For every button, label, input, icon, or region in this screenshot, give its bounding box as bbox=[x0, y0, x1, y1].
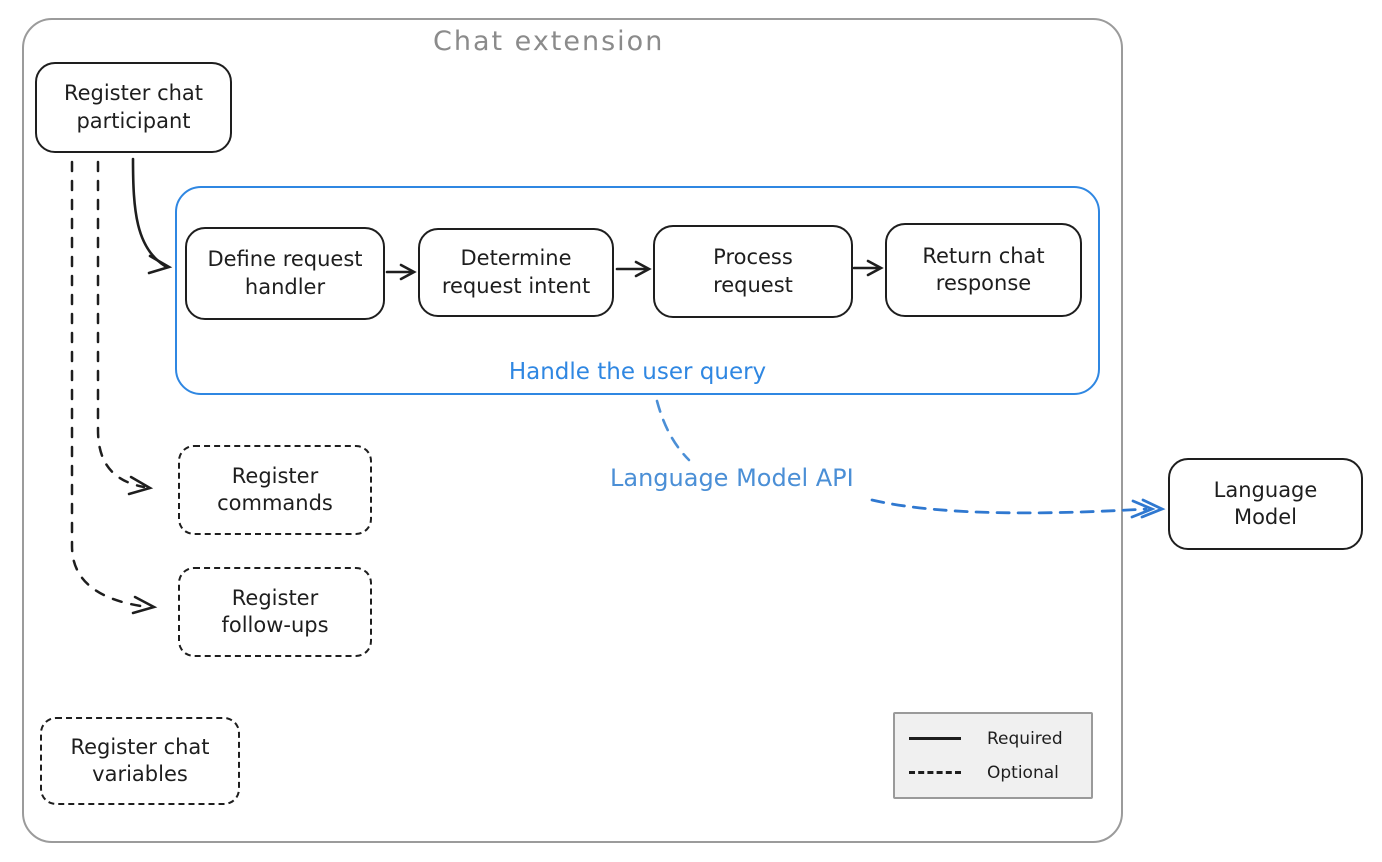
node-return-chat-response: Return chat response bbox=[885, 223, 1082, 317]
node-label: Register follow-ups bbox=[221, 585, 329, 637]
legend-box: Required Optional bbox=[893, 712, 1093, 799]
legend-optional-label: Optional bbox=[987, 762, 1059, 783]
language-model-api-label: Language Model API bbox=[610, 464, 854, 492]
node-label: Process request bbox=[713, 245, 793, 297]
node-language-model: Language Model bbox=[1168, 458, 1363, 550]
node-label: Register chat variables bbox=[70, 734, 210, 786]
legend-required-label: Required bbox=[987, 728, 1063, 749]
dashed-line-sample bbox=[909, 771, 961, 774]
node-register-chat-variables: Register chat variables bbox=[40, 717, 240, 805]
node-determine-request-intent: Determine request intent bbox=[418, 228, 614, 317]
handle-user-query-group: Handle the user query bbox=[175, 186, 1100, 395]
node-label: Register chat participant bbox=[63, 81, 204, 133]
node-register-commands: Register commands bbox=[178, 445, 372, 535]
node-label: Return chat response bbox=[922, 243, 1045, 295]
chat-extension-frame bbox=[22, 18, 1123, 843]
node-label: Define request handler bbox=[207, 247, 363, 299]
node-register-chat-participant: Register chat participant bbox=[35, 62, 232, 153]
legend-row-optional: Optional bbox=[909, 763, 1077, 783]
node-label: Register commands bbox=[217, 463, 333, 515]
node-label: Language Model bbox=[1213, 477, 1318, 529]
solid-line-sample bbox=[909, 737, 961, 740]
handle-user-query-label: Handle the user query bbox=[508, 359, 767, 385]
node-register-follow-ups: Register follow-ups bbox=[178, 567, 372, 657]
legend-row-required: Required bbox=[909, 729, 1077, 749]
node-label: Determine request intent bbox=[441, 246, 591, 298]
node-define-request-handler: Define request handler bbox=[185, 227, 385, 320]
node-process-request: Process request bbox=[653, 225, 853, 318]
chat-extension-title: Chat extension bbox=[433, 26, 665, 57]
